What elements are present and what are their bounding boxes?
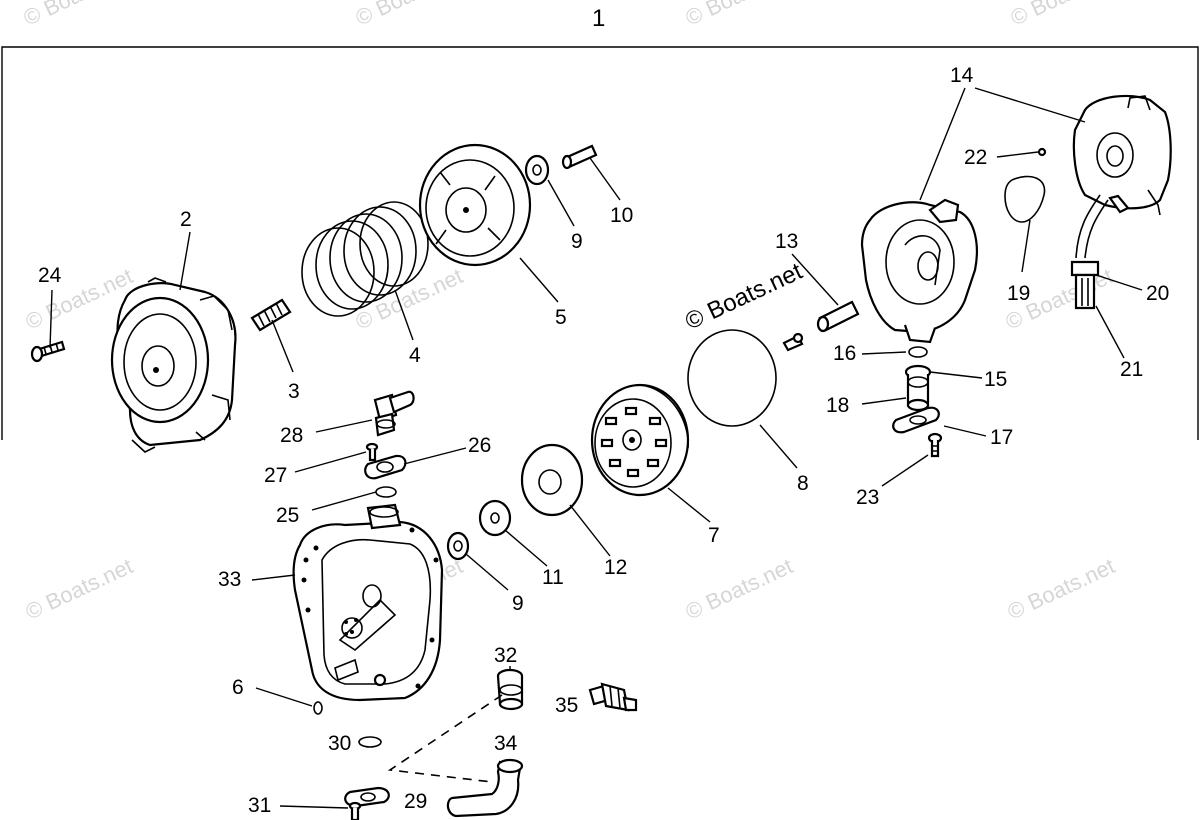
callout-5: 5 [555,306,567,329]
part-26-gasket [364,454,407,480]
callout-26: 26 [468,434,491,457]
callout-30: 30 [328,732,351,755]
part-32-sleeve [496,668,524,711]
part-14-cover [1072,94,1172,216]
callout-14: 14 [950,64,974,87]
part-35-check-valve [588,682,638,712]
callout-4: 4 [409,344,421,367]
callout-35: 35 [555,694,578,717]
callout-29: 29 [404,790,427,813]
part-9-washer-lower [446,531,470,561]
watermark-center: © Boats.net [681,258,807,336]
part-31-screw [348,801,362,820]
part-24-screw [30,340,66,363]
part-12-washer [520,443,584,517]
part-11-disc [478,499,512,537]
part-16-o-ring [908,346,928,358]
callout-32: 32 [494,644,517,667]
part-27-screw [365,442,379,462]
part-29-gasket [344,786,390,808]
watermark: © Boats.net [352,263,467,334]
part-2-pump-cover [110,277,237,453]
part-19-o-ring [1004,175,1046,223]
part-5-diaphragm [418,143,532,267]
watermark: © Boats.net [1004,553,1119,624]
callout-25: 25 [276,504,299,527]
callout-labels: 24 2 3 4 5 9 10 13 14 22 19 20 21 16 15 … [38,64,1169,817]
watermark: © Boats.net [352,0,467,31]
callout-10: 10 [610,204,633,227]
callout-12: 12 [604,556,627,579]
part-3-spring [250,298,292,332]
callout-34: 34 [494,732,518,755]
callout-6: 6 [232,676,244,699]
callout-23: 23 [856,486,879,509]
callout-21: 21 [1120,358,1143,381]
callout-33: 33 [218,568,241,591]
part-22-ball [1037,147,1047,157]
callout-18: 18 [826,394,849,417]
part-7-valve-plate [590,383,690,497]
part-33-pump-body [292,503,444,702]
watermark: © Boats.net [682,553,797,624]
callout-17: 17 [990,426,1013,449]
callout-24: 24 [38,264,62,287]
leader-lines [49,87,1143,809]
watermark: © Boats.net [20,0,135,31]
callout-31: 31 [248,794,271,817]
callout-28: 28 [280,424,303,447]
part-9-washer-top [524,154,550,186]
callout-1: 1 [592,5,605,32]
callout-7: 7 [708,524,720,547]
callout-19: 19 [1007,282,1030,305]
part-13-pin [782,300,860,352]
part-6-o-ring [313,701,323,715]
part-30-o-ring [358,736,382,748]
callout-9-top: 9 [571,230,583,253]
callout-20: 20 [1146,282,1169,305]
part-10-pin [561,144,598,170]
callout-22: 22 [964,146,987,169]
part-28-elbow [373,390,415,437]
callout-27: 27 [264,464,287,487]
part-25-o-ring [375,486,397,498]
part-4-coil-spring [301,201,429,317]
watermark: © Boats.net [22,553,137,624]
callout-13: 13 [775,230,798,253]
part-34-elbow-hose [446,758,524,818]
callout-8: 8 [797,472,809,495]
dashed-assembly-lines [387,694,503,783]
assembly-bracket: 1 [1,5,1199,440]
callout-9-lower: 9 [512,592,524,615]
part-14-housing [860,198,978,344]
callout-3: 3 [288,380,300,403]
part-17-gasket [892,406,940,434]
watermark: © Boats.net [682,0,797,31]
part-23-screw [927,432,943,458]
part-18-fitting [904,364,932,412]
callout-2: 2 [180,208,192,231]
part-8-o-ring [687,329,777,427]
callout-16: 16 [833,342,856,365]
callout-15: 15 [984,368,1007,391]
callout-11: 11 [542,566,564,589]
watermark: © Boats.net [1007,0,1122,31]
